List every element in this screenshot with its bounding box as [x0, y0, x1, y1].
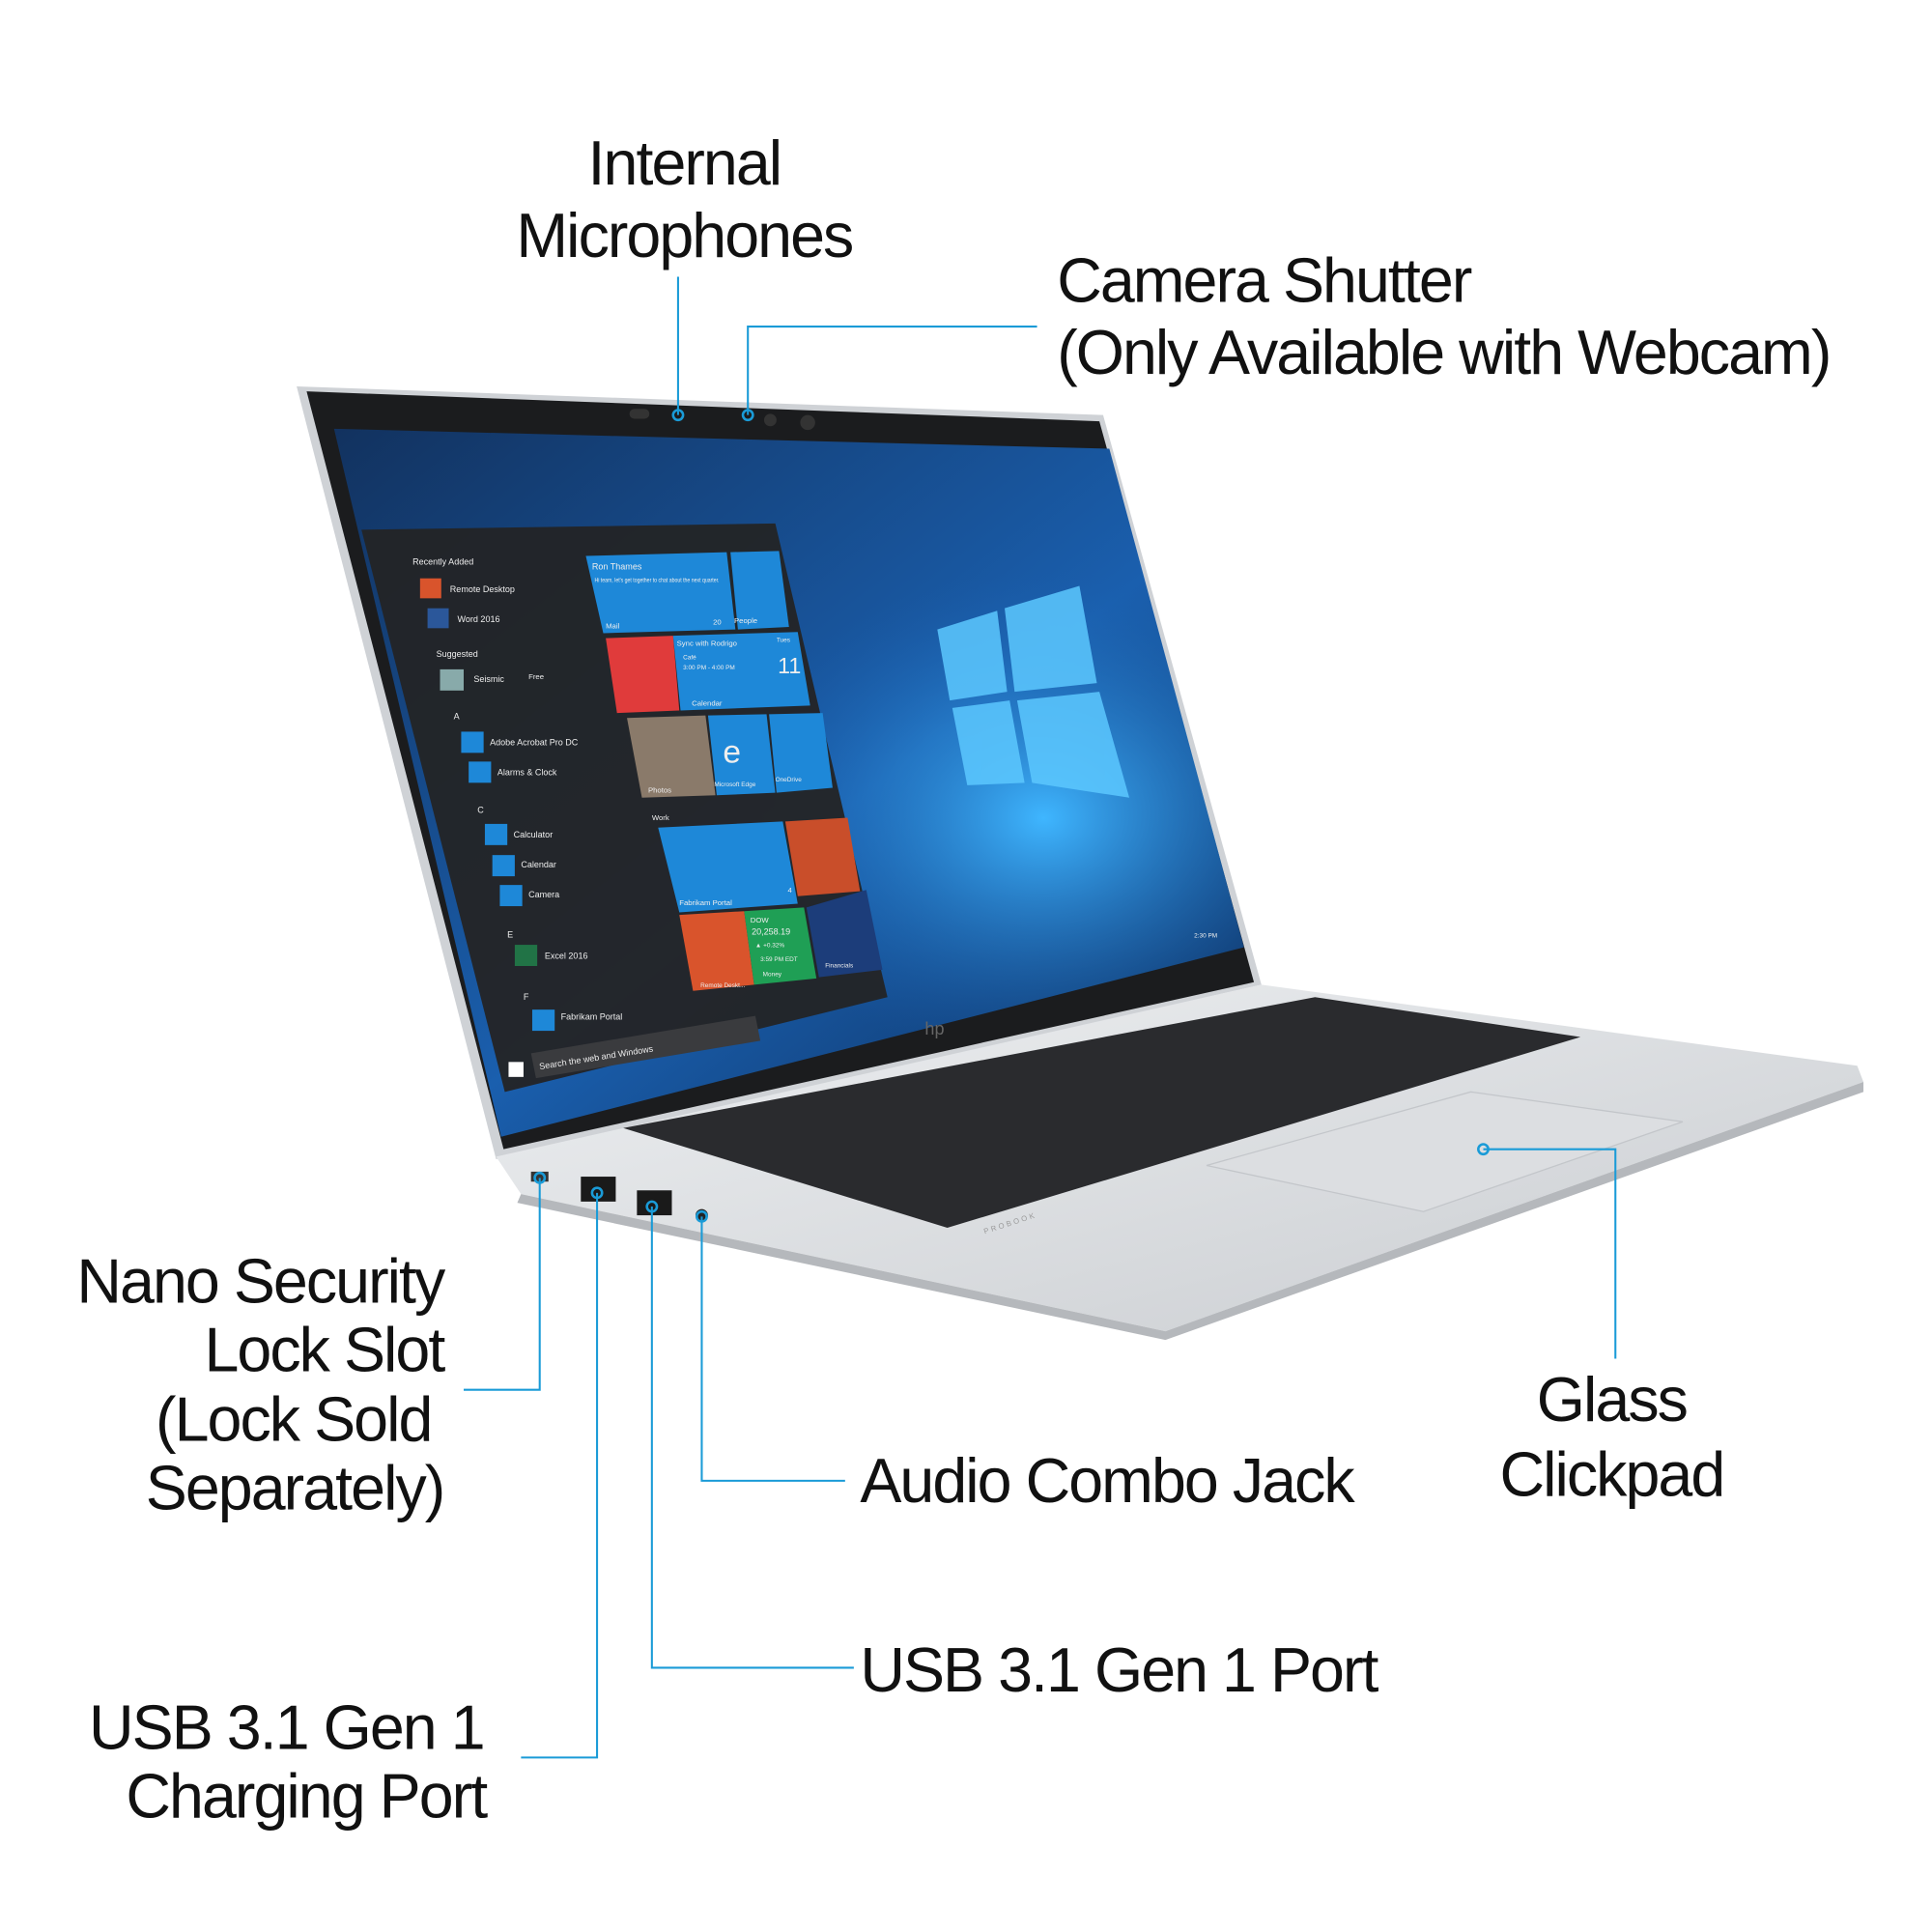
- glass-clickpad[interactable]: [1206, 1091, 1684, 1212]
- callout-line-charging: [521, 1192, 599, 1759]
- start-item[interactable]: Remote Desktop: [450, 584, 515, 594]
- start-item[interactable]: Excel 2016: [545, 951, 588, 960]
- taskbar-clock: 2:30 PM: [1194, 932, 1217, 939]
- tile-group-heading: Work: [652, 813, 669, 822]
- label-microphones: Microphones: [516, 201, 852, 270]
- start-item[interactable]: Word 2016: [458, 614, 500, 624]
- windows-start-icon[interactable]: [508, 1062, 524, 1077]
- callout-dot: [695, 1209, 708, 1223]
- tile-label[interactable]: People: [734, 616, 757, 625]
- tile-label[interactable]: Remote Deskt...: [700, 982, 745, 989]
- start-item[interactable]: Camera: [528, 890, 560, 899]
- label-lock-slot: Separately): [146, 1454, 444, 1523]
- tile-text: ▲ +0.32%: [755, 943, 784, 950]
- label-clickpad: Glass: [1537, 1365, 1687, 1435]
- callout-line-clickpad: [1483, 1148, 1617, 1359]
- tile-label[interactable]: Photos: [648, 786, 671, 795]
- price-label: Free: [528, 672, 544, 681]
- group-letter: F: [524, 992, 529, 1002]
- group-letter: A: [454, 712, 460, 722]
- tile-label[interactable]: Microsoft Edge: [714, 781, 755, 788]
- tile-badge: 4: [787, 886, 792, 895]
- label-camera-shutter: (Only Available with Webcam): [1057, 318, 1830, 387]
- callout-dot: [1477, 1143, 1490, 1156]
- keyboard[interactable]: [623, 997, 1581, 1228]
- label-lock-slot: Lock Slot: [204, 1315, 445, 1384]
- laptop-base: [496, 984, 1864, 1332]
- tile-text: DOW: [751, 916, 770, 924]
- tile-text: Tues: [777, 638, 790, 644]
- start-item[interactable]: Adobe Acrobat Pro DC: [490, 738, 579, 748]
- tile-text: 20,258.19: [752, 927, 790, 937]
- search-box[interactable]: [530, 1015, 761, 1079]
- callout-lines: [464, 276, 1617, 1759]
- callout-dot: [590, 1186, 604, 1200]
- label-usb-charging: Charging Port: [126, 1761, 488, 1831]
- ir-camera: [800, 414, 815, 431]
- label-usb-charging: USB 3.1 Gen 1: [89, 1692, 484, 1762]
- tile-label[interactable]: Calendar: [692, 698, 723, 707]
- callout-line-lock: [464, 1178, 541, 1391]
- hp-logo: hp: [924, 1019, 944, 1038]
- label-microphones: Internal: [588, 128, 781, 198]
- callout-line-audio: [700, 1216, 845, 1482]
- start-item[interactable]: Alarms & Clock: [497, 768, 557, 778]
- start-item[interactable]: Calculator: [514, 830, 554, 839]
- label-clickpad: Clickpad: [1499, 1439, 1723, 1509]
- callout-dot: [645, 1200, 659, 1213]
- tile-badge: 20: [713, 617, 722, 626]
- label-lock-slot: (Lock Sold: [156, 1385, 431, 1455]
- callout-line-usb: [650, 1207, 854, 1669]
- suggested-heading: Suggested: [437, 649, 478, 659]
- tile-label[interactable]: Fabrikam Portal: [679, 898, 732, 907]
- callout-line-shutter: [747, 326, 1037, 415]
- ir-sensor: [629, 409, 650, 419]
- callout-dot: [741, 409, 754, 422]
- tile-text: Ron Thames: [592, 562, 642, 572]
- tile-label[interactable]: OneDrive: [776, 777, 803, 783]
- label-camera-shutter: Camera Shutter: [1057, 245, 1472, 315]
- start-item[interactable]: Fabrikam Portal: [561, 1011, 623, 1021]
- tile-text: 3:00 PM - 4:00 PM: [683, 665, 735, 671]
- start-tiles: Ron Thames Hi team, let's get together t…: [585, 551, 883, 991]
- tile-label[interactable]: Financials: [825, 962, 853, 969]
- tile-text: Sync with Rodrigo: [677, 639, 737, 647]
- group-letter: E: [507, 929, 513, 939]
- label-lock-slot: Nano Security: [76, 1246, 446, 1316]
- tile-text: 11: [778, 653, 801, 678]
- edge-icon: e: [723, 735, 741, 771]
- callout-dot: [671, 409, 685, 422]
- tile-text: 3:59 PM EDT: [760, 956, 798, 963]
- tile-label[interactable]: Mail: [606, 621, 619, 630]
- tile-label[interactable]: Money: [763, 971, 782, 978]
- label-audio-jack: Audio Combo Jack: [860, 1446, 1355, 1516]
- lock-slot: [530, 1171, 549, 1182]
- recently-added-heading: Recently Added: [412, 557, 473, 567]
- windows-logo-wallpaper: [937, 585, 1130, 798]
- callout-dot: [533, 1171, 547, 1184]
- webcam-lens: [763, 413, 777, 427]
- tile-text: Café: [683, 655, 696, 662]
- label-usb-port: USB 3.1 Gen 1 Port: [860, 1635, 1378, 1705]
- mail-preview-text: Hi team, let's get together to chat abou…: [594, 578, 719, 584]
- group-letter: C: [477, 805, 484, 814]
- start-item[interactable]: Calendar: [521, 860, 556, 869]
- start-item[interactable]: Seismic: [473, 674, 504, 684]
